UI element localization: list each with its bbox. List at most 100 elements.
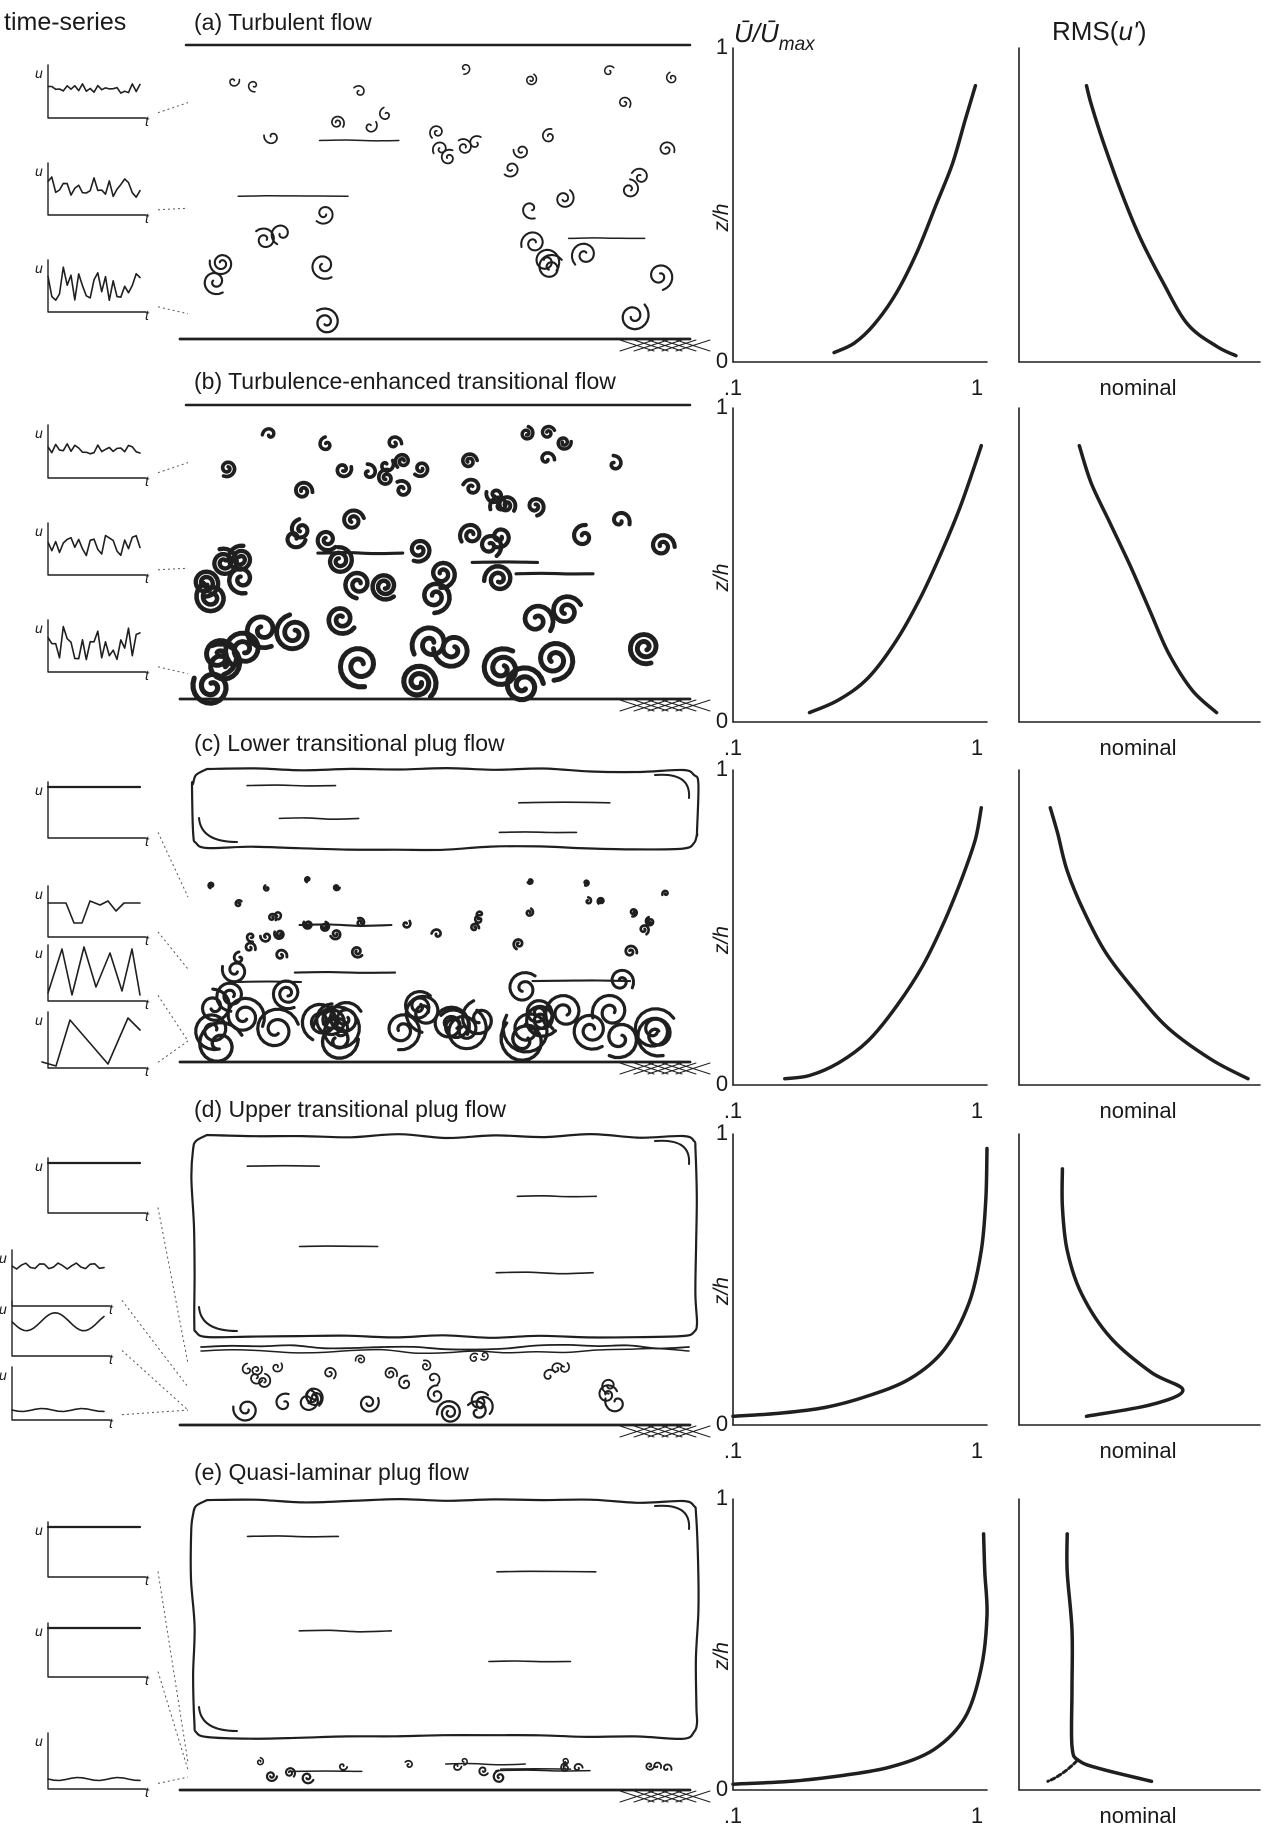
eddy-swirl bbox=[233, 1402, 255, 1421]
panel-title: (b) Turbulence-enhanced transitional flo… bbox=[194, 368, 616, 394]
x-tick-label: 1 bbox=[971, 1438, 983, 1463]
rms-profile: nominal bbox=[1019, 1499, 1260, 1827]
time-series-u-label: u bbox=[35, 1623, 43, 1639]
eddy-swirl bbox=[277, 615, 307, 649]
eddy-swirl bbox=[230, 79, 240, 86]
mean-velocity-profile: 10.11z/h bbox=[710, 394, 987, 760]
plug-streak bbox=[299, 1630, 391, 1632]
panel-c: (c) Lower transitional plug flowutututut… bbox=[35, 730, 1260, 1123]
eddy-swirl bbox=[544, 1370, 555, 1379]
eddy-swirl bbox=[514, 147, 528, 158]
plug-streak bbox=[519, 802, 610, 803]
time-series-t-label: t bbox=[145, 210, 150, 226]
eddy-swirl bbox=[274, 931, 283, 939]
y-axis-label: z/h bbox=[710, 1277, 733, 1306]
time-series-group: ututut bbox=[35, 1522, 188, 1800]
eddy-swirl bbox=[522, 427, 533, 439]
eddy-field bbox=[258, 1758, 672, 1784]
mean-velocity-header-sub: max bbox=[779, 34, 816, 55]
eddy-swirl bbox=[662, 891, 667, 895]
plug-streak bbox=[279, 818, 358, 819]
eddy-swirl bbox=[415, 463, 428, 476]
panel-title: (c) Lower transitional plug flow bbox=[194, 730, 505, 756]
rms-profile: nominal bbox=[1019, 48, 1260, 400]
plug-streak bbox=[247, 1166, 319, 1167]
x-tick-label: .1 bbox=[724, 1803, 742, 1827]
eddy-swirl bbox=[405, 1761, 412, 1767]
eddy-swirl bbox=[404, 921, 411, 927]
flow-streak bbox=[234, 982, 301, 983]
time-series-u-label: u bbox=[35, 945, 43, 961]
eddy-swirl bbox=[587, 897, 592, 903]
eddy-swirl bbox=[460, 525, 479, 542]
y-axis-label: z/h bbox=[710, 926, 733, 955]
panel-title: (a) Turbulent flow bbox=[194, 9, 372, 35]
eddy-swirl bbox=[631, 909, 637, 916]
eddy-swirl bbox=[430, 126, 442, 138]
plug-streak bbox=[517, 1196, 596, 1197]
rms-curve bbox=[1062, 1169, 1183, 1416]
time-series-plot: ut bbox=[35, 945, 188, 1041]
eddy-swirl bbox=[386, 1368, 398, 1378]
eddy-swirl bbox=[317, 207, 333, 224]
eddy-swirl bbox=[432, 930, 441, 937]
eddy-swirl bbox=[664, 1765, 672, 1771]
eddy-swirl bbox=[325, 1368, 336, 1379]
time-series-t-label: t bbox=[109, 1301, 114, 1317]
y-axis-label: z/h bbox=[710, 1642, 733, 1671]
time-series-t-label: t bbox=[109, 1351, 114, 1367]
time-series-plot: ut bbox=[35, 163, 188, 226]
time-series-group: ututut bbox=[35, 425, 188, 683]
time-series-leader bbox=[158, 932, 188, 969]
mean-velocity-profile: 10.11z/h bbox=[710, 1485, 987, 1827]
panel-b: (b) Turbulence-enhanced transitional flo… bbox=[35, 368, 1260, 760]
eddy-swirl bbox=[247, 617, 273, 648]
eddy-swirl bbox=[463, 480, 478, 493]
eddy-swirl bbox=[345, 573, 367, 598]
time-series-u-label: u bbox=[35, 1733, 43, 1749]
mean-velocity-header-main: Ū/Ū bbox=[734, 18, 779, 48]
eddy-swirl bbox=[528, 879, 533, 884]
time-series-signal bbox=[48, 1778, 140, 1781]
time-series-t-label: t bbox=[145, 307, 150, 323]
x-tick-label: 1 bbox=[971, 1803, 983, 1827]
eddy-swirl bbox=[366, 464, 376, 477]
plug-corner-mark bbox=[199, 818, 237, 842]
plug-streak bbox=[247, 785, 335, 786]
plug-corner-mark bbox=[655, 775, 689, 798]
flow-sketch bbox=[180, 45, 710, 351]
time-series-plot: ut bbox=[35, 1012, 188, 1079]
eddy-swirl bbox=[543, 129, 553, 142]
eddy-swirl bbox=[523, 203, 535, 218]
time-series-u-label: u bbox=[35, 886, 43, 902]
eddy-swirl bbox=[575, 1764, 583, 1770]
mean-velocity-curve bbox=[785, 808, 982, 1079]
eddy-swirl bbox=[399, 1376, 409, 1389]
flow-sketch bbox=[180, 405, 710, 711]
eddy-swirl bbox=[525, 606, 553, 631]
eddy-swirl bbox=[352, 948, 362, 958]
y-tick-label: 1 bbox=[716, 1485, 728, 1510]
eddy-swirl bbox=[344, 511, 364, 528]
eddy-swirl bbox=[234, 952, 242, 962]
time-series-leader bbox=[158, 1672, 188, 1770]
bed-hatch bbox=[620, 700, 710, 711]
plug-streak bbox=[489, 1661, 571, 1662]
eddy-swirl bbox=[380, 108, 389, 120]
flow-sketch bbox=[180, 1499, 710, 1802]
eddy-swirl bbox=[277, 1394, 289, 1410]
time-series-signal bbox=[42, 1018, 140, 1066]
time-series-leader bbox=[158, 1208, 188, 1364]
plug-streak bbox=[499, 832, 576, 833]
eddy-swirl bbox=[631, 635, 657, 664]
time-series-signal bbox=[48, 947, 140, 995]
eddy-swirl bbox=[361, 1397, 379, 1412]
mean-velocity-profile: 10.11z/h bbox=[710, 756, 987, 1123]
eddy-swirl bbox=[585, 881, 589, 886]
plug-corner-mark bbox=[655, 1506, 689, 1529]
time-series-plot: ut bbox=[0, 1301, 188, 1410]
rms-profile: nominal bbox=[1019, 408, 1260, 760]
rms-secondary-curve bbox=[1048, 1761, 1077, 1781]
